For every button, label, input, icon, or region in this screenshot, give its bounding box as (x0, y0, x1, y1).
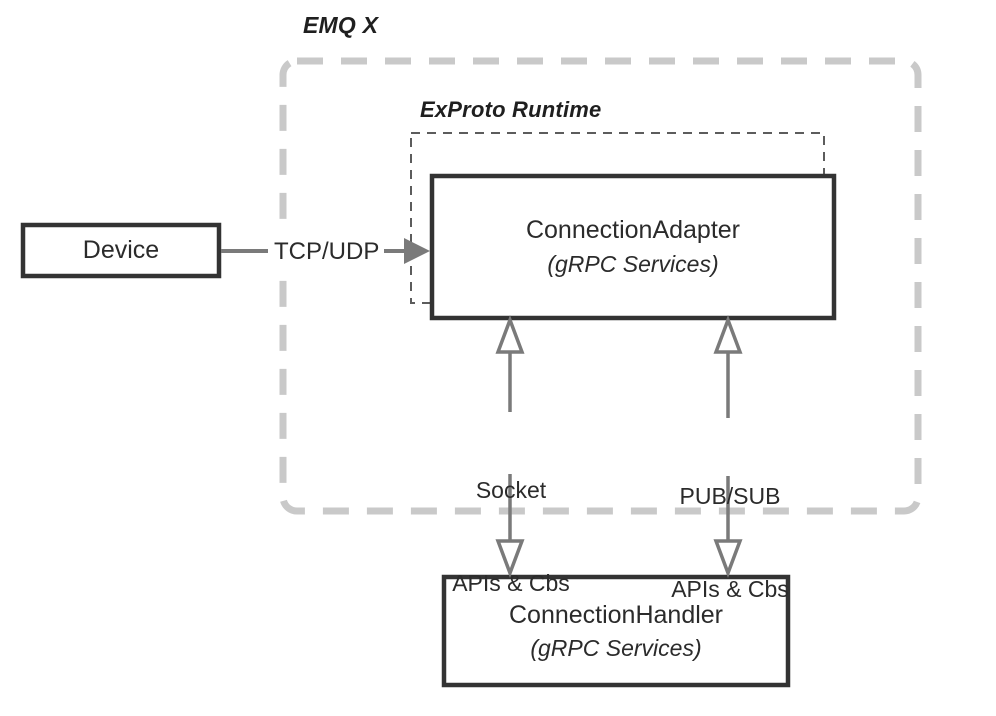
edge-label-socket-line1: Socket (475, 477, 547, 504)
edge-label-pubsub-apis: PUB/SUB APIs & Cbs (662, 419, 798, 667)
edge-label-socket-line2: APIs & Cbs (452, 570, 570, 597)
edge-arrowhead-socket-down (495, 539, 525, 578)
edge-arrowhead-pubsub-down (713, 539, 743, 578)
group-title-exproto: ExProto Runtime (420, 97, 602, 122)
edge-arrowhead-socket-up (495, 315, 525, 354)
edge-label-pubsub-line1: PUB/SUB (679, 483, 781, 510)
edge-label-pubsub-line2: APIs & Cbs (671, 576, 789, 603)
edge-label-socket-apis: Socket APIs & Cbs (445, 413, 577, 661)
label-mask-pubsub (666, 418, 794, 476)
edge-arrowhead-pubsub-up (713, 315, 743, 354)
node-box-connection-handler[interactable] (441, 574, 791, 688)
label-mask-socket (452, 412, 570, 474)
edge-arrowhead-device-to-adapter (404, 238, 430, 264)
edge-label-tcp-udp: TCP/UDP (272, 238, 382, 266)
node-box-device[interactable] (20, 222, 222, 279)
node-box-connection-adapter[interactable] (429, 173, 837, 321)
group-border-emqx (279, 57, 922, 515)
group-title-emqx: EMQ X (303, 12, 379, 38)
